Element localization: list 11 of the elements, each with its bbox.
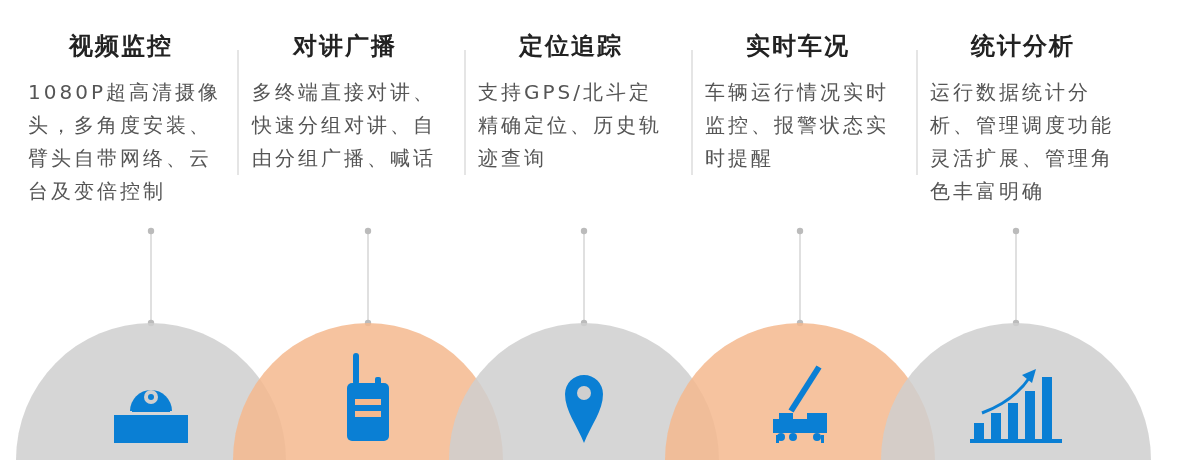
feature-heading: 视频监控 [67,31,174,62]
feature-description: 运行数据统计分析、管理调度功能灵活扩展、管理角色丰富明确 [930,79,1115,205]
semicircle-shape [881,323,1151,460]
feature-heading: 实时车况 [745,31,851,62]
feature-heading: 对讲广播 [291,31,398,62]
feature-description: 1080P超高清摄像头，多角度安装、臂头自带网络、云台及变倍控制 [28,79,222,205]
feature-description: 车辆运行情况实时监控、报警状态实时提醒 [705,79,890,172]
feature-description: 支持GPS/北斗定精确定位、历史轨迹查询 [478,79,663,172]
feature-description: 多终端直接对讲、快速分组对讲、自由分组广播、喊话 [252,79,437,172]
feature-heading: 定位追踪 [517,31,624,62]
feature-heading: 统计分析 [969,31,1076,62]
